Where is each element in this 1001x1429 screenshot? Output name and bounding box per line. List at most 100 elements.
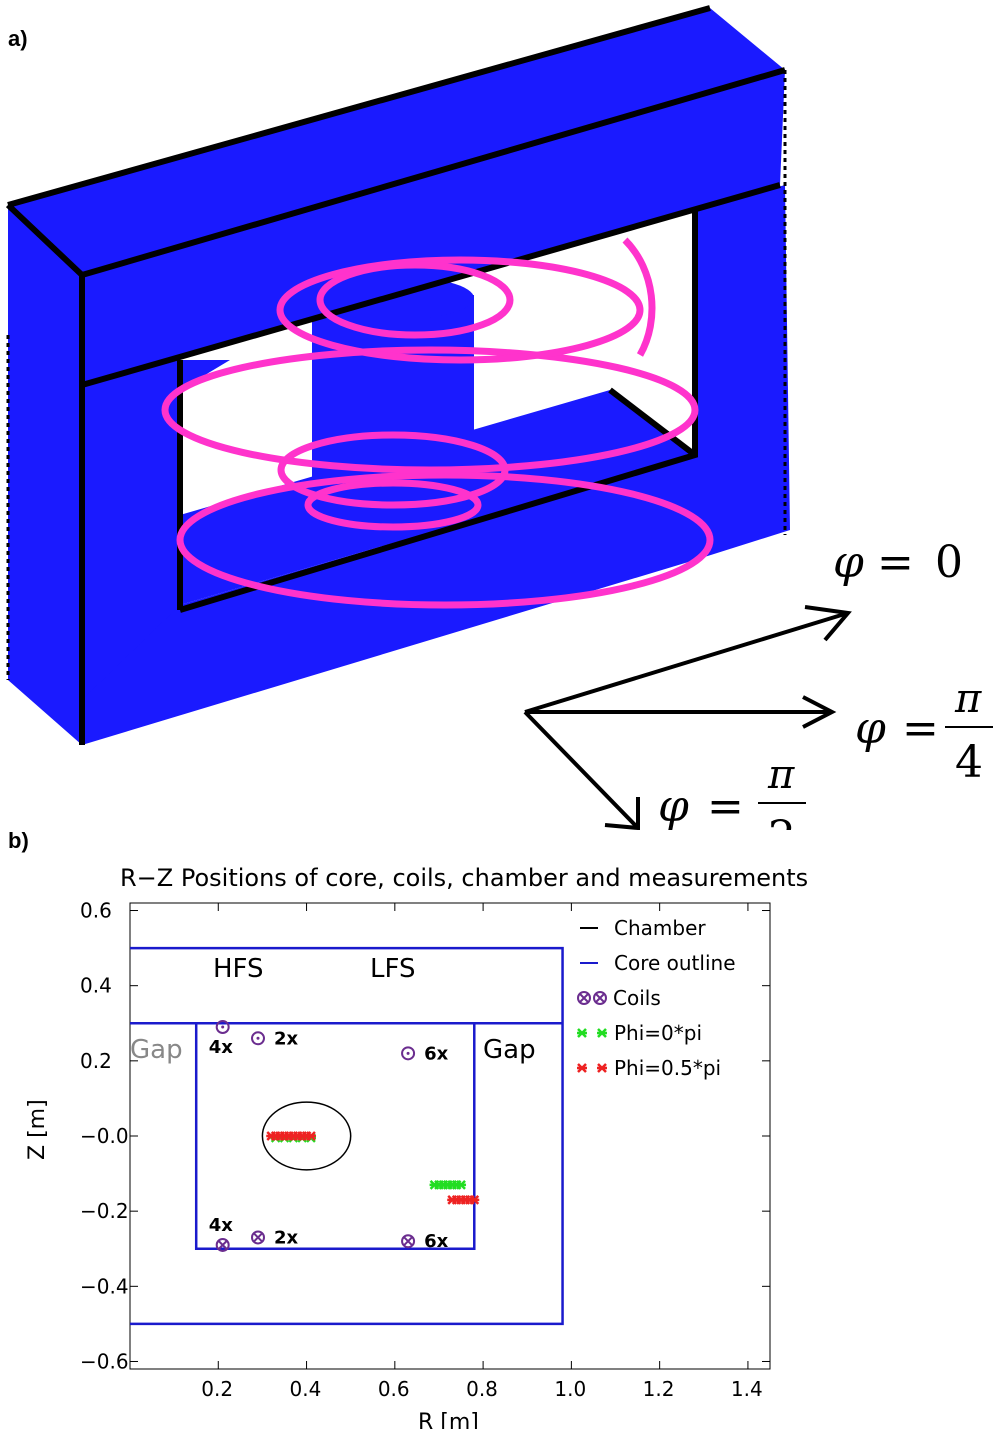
coil-cross	[217, 1240, 228, 1250]
y-axis-label: Z [m]	[25, 1099, 50, 1160]
coil-count-label: 2x	[274, 1028, 299, 1049]
coil-cross	[253, 1232, 263, 1243]
legend-measurement-marker	[577, 1028, 587, 1038]
svg-text:4: 4	[955, 737, 983, 788]
core-right-leg	[695, 185, 790, 560]
coil-small-top	[316, 261, 514, 339]
panel-b-label: b)	[8, 828, 29, 853]
x-tick-label: 0.6	[378, 1377, 410, 1401]
y-tick-label: −0.4	[80, 1274, 129, 1298]
region-annotations: HFS LFS Gap Gap	[130, 954, 536, 1065]
chamber	[261, 1101, 352, 1171]
phi0-label: φ = 0	[833, 537, 963, 588]
measurement-point	[292, 1131, 303, 1141]
measurement-point	[270, 1132, 281, 1143]
x-tick-label: 0.4	[290, 1377, 322, 1401]
measurement-point	[288, 1132, 299, 1143]
chamber-ellipse	[261, 1101, 352, 1171]
coil-marker	[401, 1234, 416, 1249]
gap-left-label: Gap	[130, 1035, 183, 1065]
y-tick-label: −0.0	[80, 1124, 129, 1148]
measurement-point	[433, 1179, 444, 1190]
y-tick-label: −0.2	[80, 1199, 129, 1223]
x-tick-label: 0.2	[201, 1377, 233, 1401]
coil-marker	[215, 1237, 230, 1252]
measurement-point	[288, 1131, 299, 1141]
coil-rings	[161, 237, 714, 609]
measurement-point	[451, 1195, 462, 1205]
measurement-point	[279, 1132, 290, 1143]
measurement-point	[456, 1179, 467, 1190]
coil-far-right	[622, 237, 656, 357]
hfs-label: HFS	[213, 954, 264, 984]
x-tick-label: 1.4	[731, 1377, 763, 1401]
coil-count-label: 6x	[424, 1231, 449, 1252]
coil-large-top	[276, 256, 644, 364]
measurement-point	[275, 1131, 286, 1141]
chart-title: R−Z Positions of core, coils, chamber an…	[120, 864, 808, 892]
svg-text:π: π	[767, 752, 795, 798]
legend-coil-cross	[579, 993, 589, 1003]
phi-quarter-label: φ = π 4	[855, 676, 993, 788]
svg-text:0: 0	[935, 537, 963, 588]
core-left-face	[8, 205, 82, 745]
svg-text:π: π	[954, 676, 982, 722]
legend-measurement-marker	[577, 1063, 587, 1073]
measurements	[266, 1131, 480, 1205]
coil-count-label: 2x	[274, 1227, 299, 1248]
measurement-point	[464, 1195, 475, 1205]
core-inner	[194, 1022, 476, 1250]
legend-coil-cross	[595, 993, 605, 1003]
measurement-point	[429, 1179, 440, 1190]
y-tick-label: 0.6	[80, 899, 112, 923]
y-tick-label: 0.4	[80, 974, 112, 998]
measurement-point	[283, 1131, 294, 1141]
legend-measurement-marker	[597, 1063, 607, 1073]
x-tick-label: 1.0	[554, 1377, 586, 1401]
x-tick-label: 0.8	[466, 1377, 498, 1401]
y-tick-label: −0.6	[80, 1349, 129, 1373]
measurement-point	[447, 1195, 458, 1205]
legend-entry-label: Core outline	[614, 951, 736, 975]
measurement-point	[266, 1131, 277, 1141]
measurement-point	[270, 1131, 281, 1141]
coil-large-mid	[161, 346, 699, 474]
measurement-point	[442, 1179, 453, 1190]
coil-marker	[215, 1020, 230, 1035]
measurement-point	[469, 1195, 480, 1205]
measurement-point	[279, 1131, 290, 1141]
core-bottom-bar	[82, 455, 695, 745]
legend-entry-label: Phi=0*pi	[614, 1021, 702, 1045]
lfs-label: LFS	[370, 954, 416, 984]
gap-right-label: Gap	[483, 1035, 536, 1065]
core-edges	[5, 5, 786, 745]
legend-coil-marker	[577, 991, 591, 1005]
x-tick-label: 1.2	[643, 1377, 675, 1401]
measurement-point	[460, 1195, 471, 1205]
coil-cross	[403, 1236, 413, 1246]
x-axis-label: R [m]	[418, 1410, 479, 1429]
plot-frame	[129, 902, 771, 1370]
legend-entry-label: Coils	[613, 986, 661, 1010]
coil-marker	[401, 1046, 416, 1061]
core-outer	[130, 946, 564, 1326]
core-3d-illustration: φ = 0 φ = π 4 φ = π 2	[5, 5, 993, 830]
legend-entry-label: Chamber	[614, 916, 706, 940]
measurement-point	[301, 1131, 312, 1141]
coil-marker	[251, 1031, 265, 1046]
measurement-point	[305, 1132, 316, 1143]
svg-text:=: =	[902, 703, 939, 754]
coil-dot	[256, 1036, 260, 1040]
panel-a-label: a)	[8, 26, 28, 51]
measurement-point	[438, 1179, 449, 1190]
legend-measurement-marker	[597, 1028, 607, 1038]
svg-text:=: =	[877, 537, 914, 588]
phi-half-label: φ = π 2	[658, 752, 806, 830]
coil-count-label: 6x	[424, 1043, 449, 1064]
svg-text:φ: φ	[658, 781, 689, 830]
measurement-point	[451, 1179, 462, 1190]
coil-small-bottom	[304, 479, 482, 531]
